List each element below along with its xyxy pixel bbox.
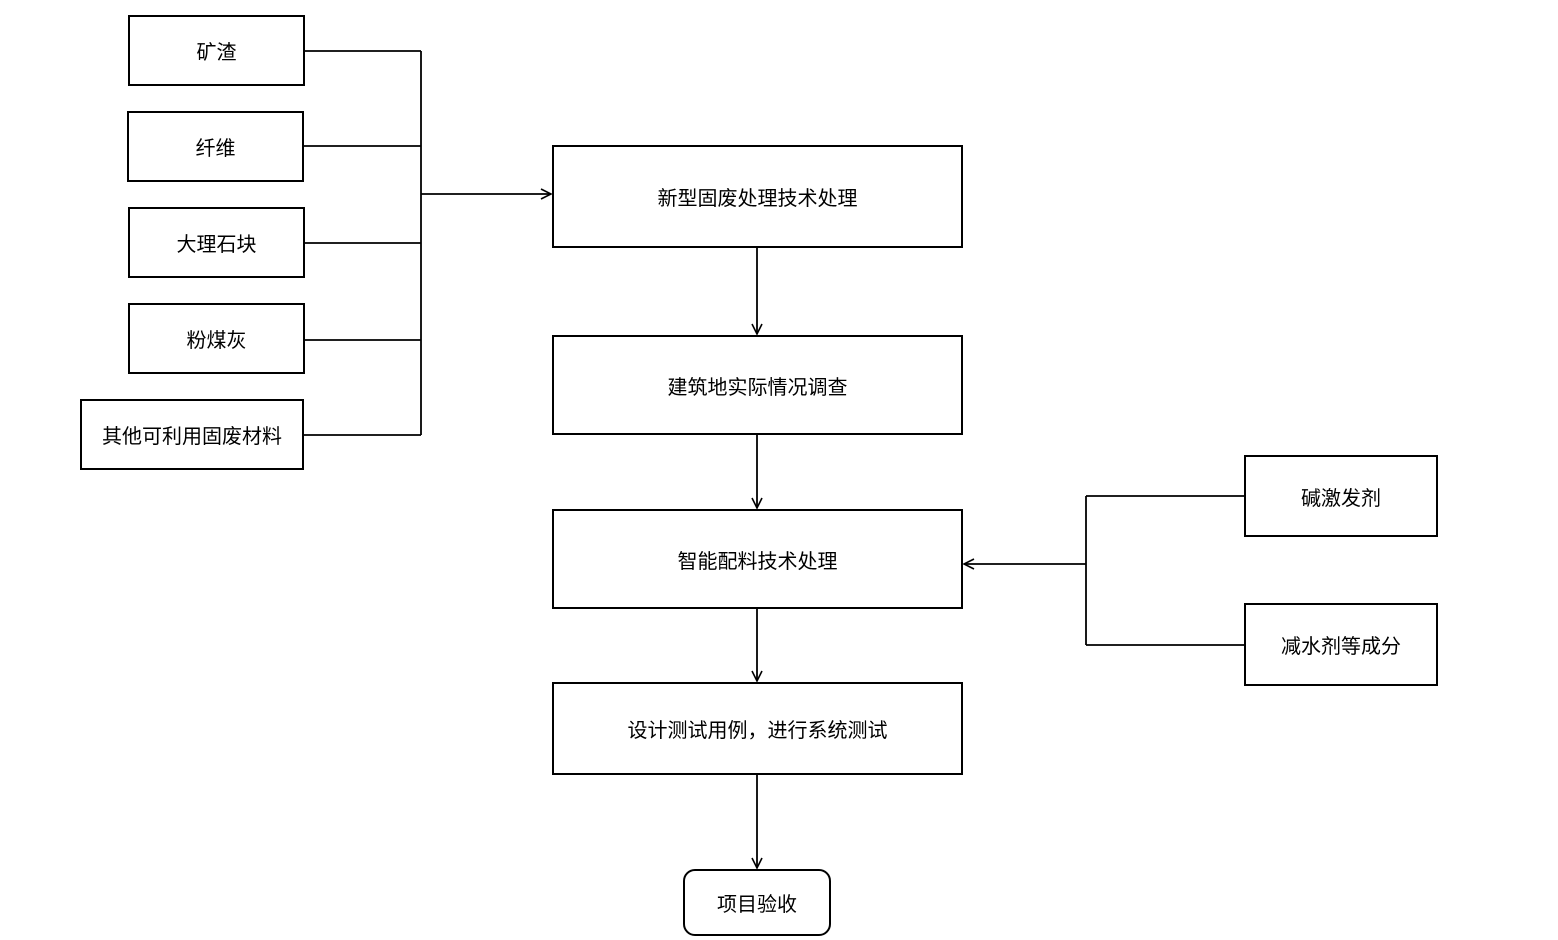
additive-box-water-reducer: 减水剂等成分 — [1244, 603, 1438, 686]
step-box-smart-batching: 智能配料技术处理 — [552, 509, 963, 609]
input-box-other: 其他可利用固废材料 — [80, 399, 304, 470]
input-box-flyash: 粉煤灰 — [128, 303, 305, 374]
step-box-site-survey: 建筑地实际情况调查 — [552, 335, 963, 435]
additive-box-alkali-activator: 碱激发剂 — [1244, 455, 1438, 537]
input-box-fiber: 纤维 — [127, 111, 304, 182]
end-box-project-acceptance: 项目验收 — [683, 869, 831, 936]
input-box-marble: 大理石块 — [128, 207, 305, 278]
input-box-slag: 矿渣 — [128, 15, 305, 86]
step-box-solid-waste-processing: 新型固废处理技术处理 — [552, 145, 963, 248]
step-box-system-testing: 设计测试用例，进行系统测试 — [552, 682, 963, 775]
